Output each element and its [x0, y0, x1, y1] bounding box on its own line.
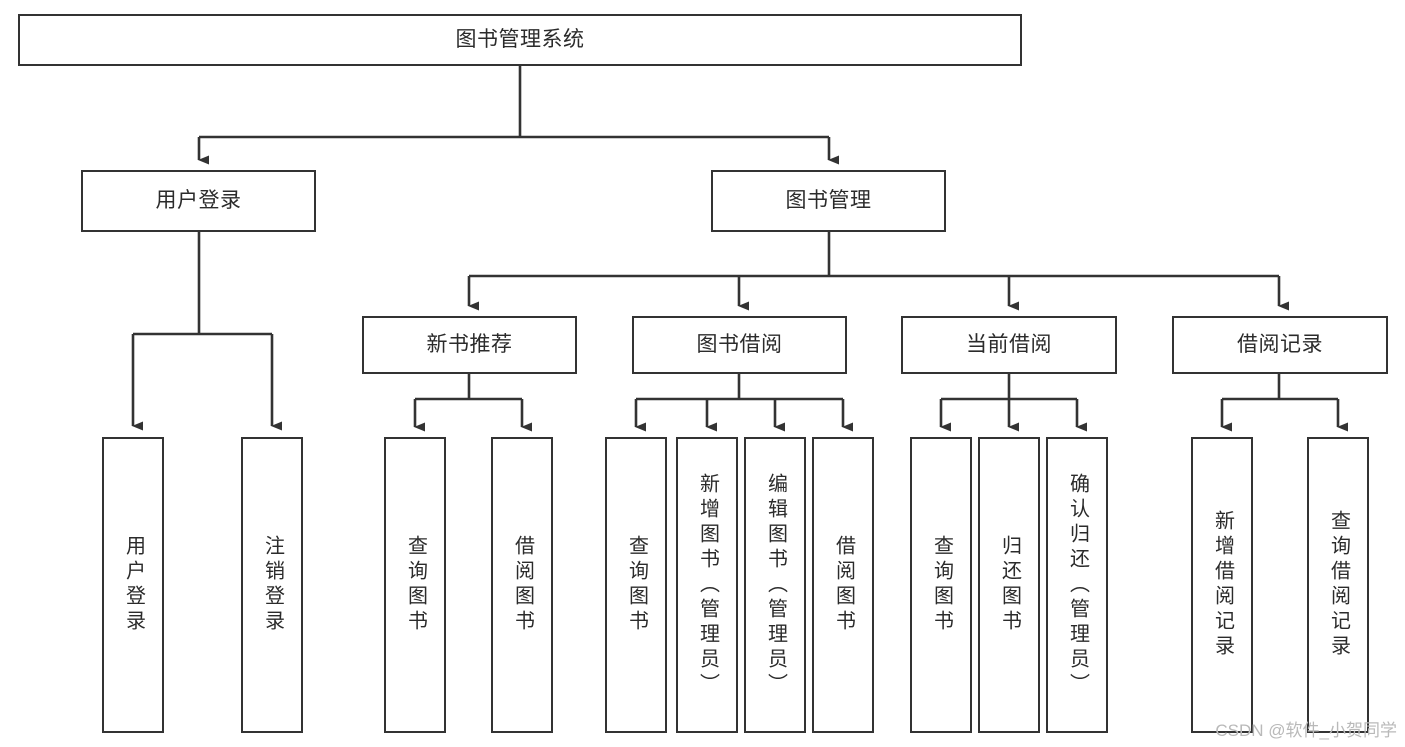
node-label: 新书推荐: [426, 333, 513, 357]
node-new-book-recommend[interactable]: 新书推荐: [362, 316, 577, 374]
node-borrow-record[interactable]: 借阅记录: [1172, 316, 1388, 374]
node-leaf-borrow-book-2[interactable]: 借阅图书: [812, 437, 874, 733]
node-current-borrow[interactable]: 当前借阅: [901, 316, 1117, 374]
node-label: 查询图书: [404, 535, 427, 635]
node-label: 注销登录: [261, 535, 284, 635]
node-leaf-query-book-1[interactable]: 查询图书: [384, 437, 446, 733]
node-label: 用户登录: [122, 535, 145, 635]
node-leaf-borrow-book-1[interactable]: 借阅图书: [491, 437, 553, 733]
node-label: 编辑图书（管理员）: [764, 472, 787, 698]
node-leaf-query-book-2[interactable]: 查询图书: [605, 437, 667, 733]
node-label: 查询借阅记录: [1327, 510, 1350, 660]
node-leaf-add-record[interactable]: 新增借阅记录: [1191, 437, 1253, 733]
node-label: 查询图书: [625, 535, 648, 635]
node-book-management[interactable]: 图书管理: [711, 170, 946, 232]
node-label: 确认归还（管理员）: [1066, 472, 1089, 698]
node-label: 查询图书: [930, 535, 953, 635]
node-label: 归还图书: [998, 535, 1021, 635]
node-label: 借阅图书: [511, 535, 534, 635]
node-root-book-management-system[interactable]: 图书管理系统: [18, 14, 1022, 66]
node-leaf-query-book-3[interactable]: 查询图书: [910, 437, 972, 733]
node-leaf-user-login[interactable]: 用户登录: [102, 437, 164, 733]
node-leaf-add-book[interactable]: 新增图书（管理员）: [676, 437, 738, 733]
node-label: 图书管理: [785, 189, 872, 213]
node-label: 用户登录: [155, 189, 242, 213]
node-leaf-confirm-return[interactable]: 确认归还（管理员）: [1046, 437, 1108, 733]
node-label: 借阅记录: [1237, 333, 1323, 357]
node-label: 新增借阅记录: [1211, 510, 1234, 660]
node-label: 图书管理系统: [455, 28, 585, 52]
node-leaf-return-book[interactable]: 归还图书: [978, 437, 1040, 733]
node-leaf-edit-book[interactable]: 编辑图书（管理员）: [744, 437, 806, 733]
node-leaf-query-record[interactable]: 查询借阅记录: [1307, 437, 1369, 733]
node-label: 新增图书（管理员）: [696, 472, 719, 698]
node-label: 当前借阅: [966, 333, 1052, 357]
node-label: 图书借阅: [696, 333, 783, 357]
node-user-login[interactable]: 用户登录: [81, 170, 316, 232]
node-leaf-user-logout[interactable]: 注销登录: [241, 437, 303, 733]
node-book-borrow[interactable]: 图书借阅: [632, 316, 847, 374]
node-label: 借阅图书: [832, 535, 855, 635]
